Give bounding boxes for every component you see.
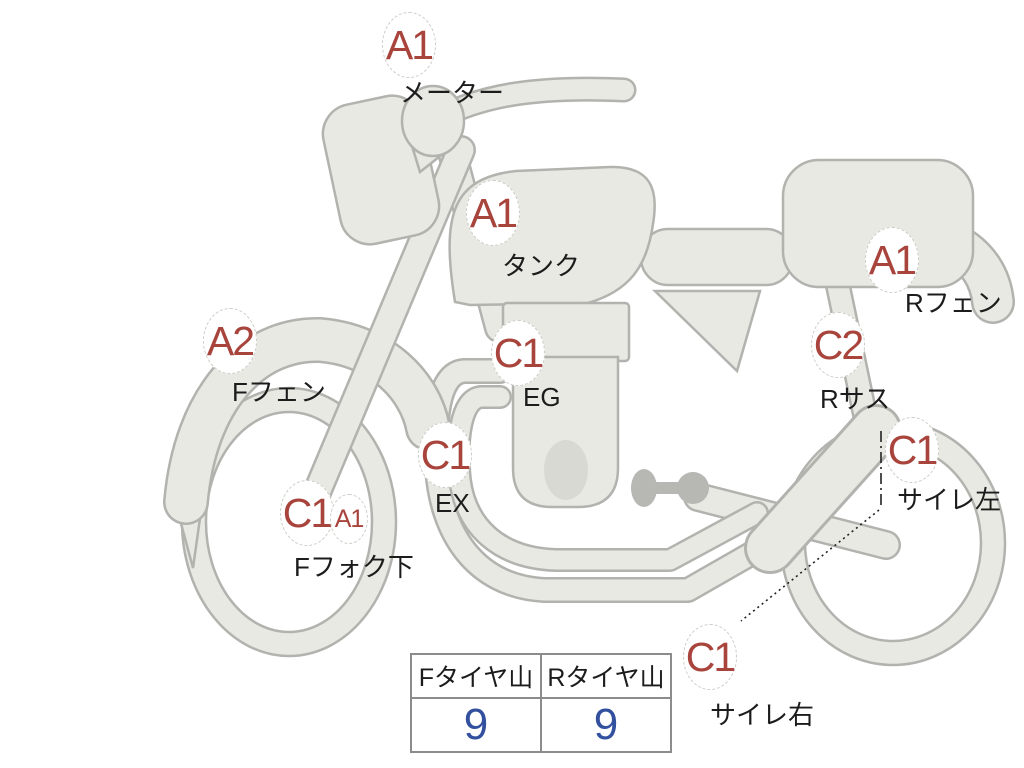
part-label-front-fork-lower: Fフォク下 xyxy=(294,552,414,582)
meter-shape xyxy=(400,84,466,175)
part-label-rear-fender: Rフェン xyxy=(905,288,1002,318)
part-label-exhaust: EX xyxy=(435,488,470,518)
part-label-meter: メーター xyxy=(400,78,505,108)
grade-badge-meter: A1 xyxy=(382,12,436,78)
front-tire-value: 9 xyxy=(412,699,542,751)
side-cover-shape xyxy=(651,289,762,374)
footpeg-shape xyxy=(631,469,709,507)
front-fender-shape xyxy=(163,317,451,525)
part-label-rear-suspension: Rサス xyxy=(820,384,891,414)
grade-badge-silencer-left: C1 xyxy=(885,417,939,483)
grade-badge-front-fender: A2 xyxy=(203,308,257,374)
part-label-tank: タンク xyxy=(502,251,581,281)
rear-tire-header: Rタイヤ山 xyxy=(547,664,665,692)
silencer-shape xyxy=(744,404,902,574)
frame-top-bar-shape xyxy=(639,227,795,287)
part-label-silencer-left: サイレ左 xyxy=(897,485,1002,515)
grade-badge-rear-suspension: C2 xyxy=(811,312,865,378)
grade-badge-rear-fender: A1 xyxy=(865,227,919,293)
grade-badge-silencer-right: C1 xyxy=(683,624,737,690)
grade-badge-exhaust: C1 xyxy=(418,422,472,488)
part-label-silencer-right: サイレ右 xyxy=(710,700,815,730)
part-label-engine: EG xyxy=(523,382,561,412)
grade-badge-front-fork-lower: C1 xyxy=(280,480,334,546)
rear-tire-value: 9 xyxy=(593,700,619,749)
tire-tread-table: Fタイヤ山 Rタイヤ山 9 9 xyxy=(410,653,672,753)
silencer-leader-lines xyxy=(740,431,882,622)
grade-badge-engine: C1 xyxy=(491,320,545,386)
front-tire-header: Fタイヤ山 xyxy=(412,655,542,697)
part-label-front-fender: Fフェン xyxy=(232,377,326,407)
subgrade-badge-front-fork-lower: A1 xyxy=(330,494,368,544)
grade-badge-tank: A1 xyxy=(466,180,520,246)
